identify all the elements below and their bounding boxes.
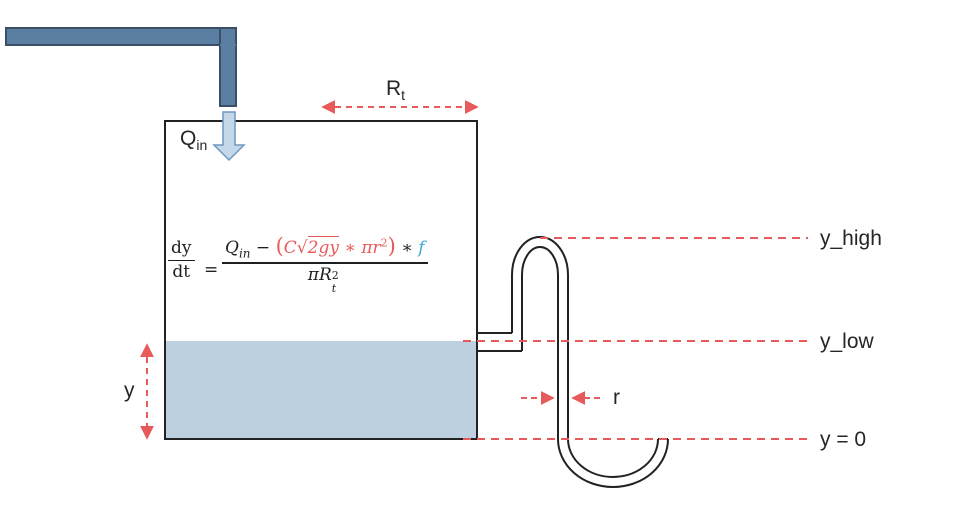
- y-low-label: y_low: [820, 330, 874, 353]
- inflow-pipe-vertical: [219, 27, 237, 107]
- siphon-tube: [477, 236, 669, 488]
- lhs-numerator: dy: [171, 238, 192, 258]
- inflow-arrow: [212, 111, 246, 162]
- y-high-label: y_high: [820, 227, 882, 250]
- rt-label: Rt: [386, 77, 406, 103]
- inflow-pipe: [5, 27, 237, 107]
- lhs-fraction: dy dt: [168, 240, 195, 281]
- equals-sign: =: [204, 260, 219, 280]
- outflow-term: (C√2gy ∗ πr2): [275, 234, 396, 258]
- lhs-denominator: dt: [172, 262, 191, 283]
- y-zero-label: y = 0: [820, 428, 867, 451]
- inflow-pipe-horizontal: [5, 27, 237, 46]
- q-in-label: Qin: [180, 127, 208, 153]
- tank-outline: [164, 120, 478, 440]
- tank-water: [165, 341, 477, 439]
- y-label: y: [124, 379, 135, 402]
- rhs-numerator: Qin − (C√2gy ∗ πr2) ∗ f: [225, 234, 425, 261]
- r-label: r: [613, 386, 620, 409]
- siphon-flag-f: f: [418, 238, 425, 258]
